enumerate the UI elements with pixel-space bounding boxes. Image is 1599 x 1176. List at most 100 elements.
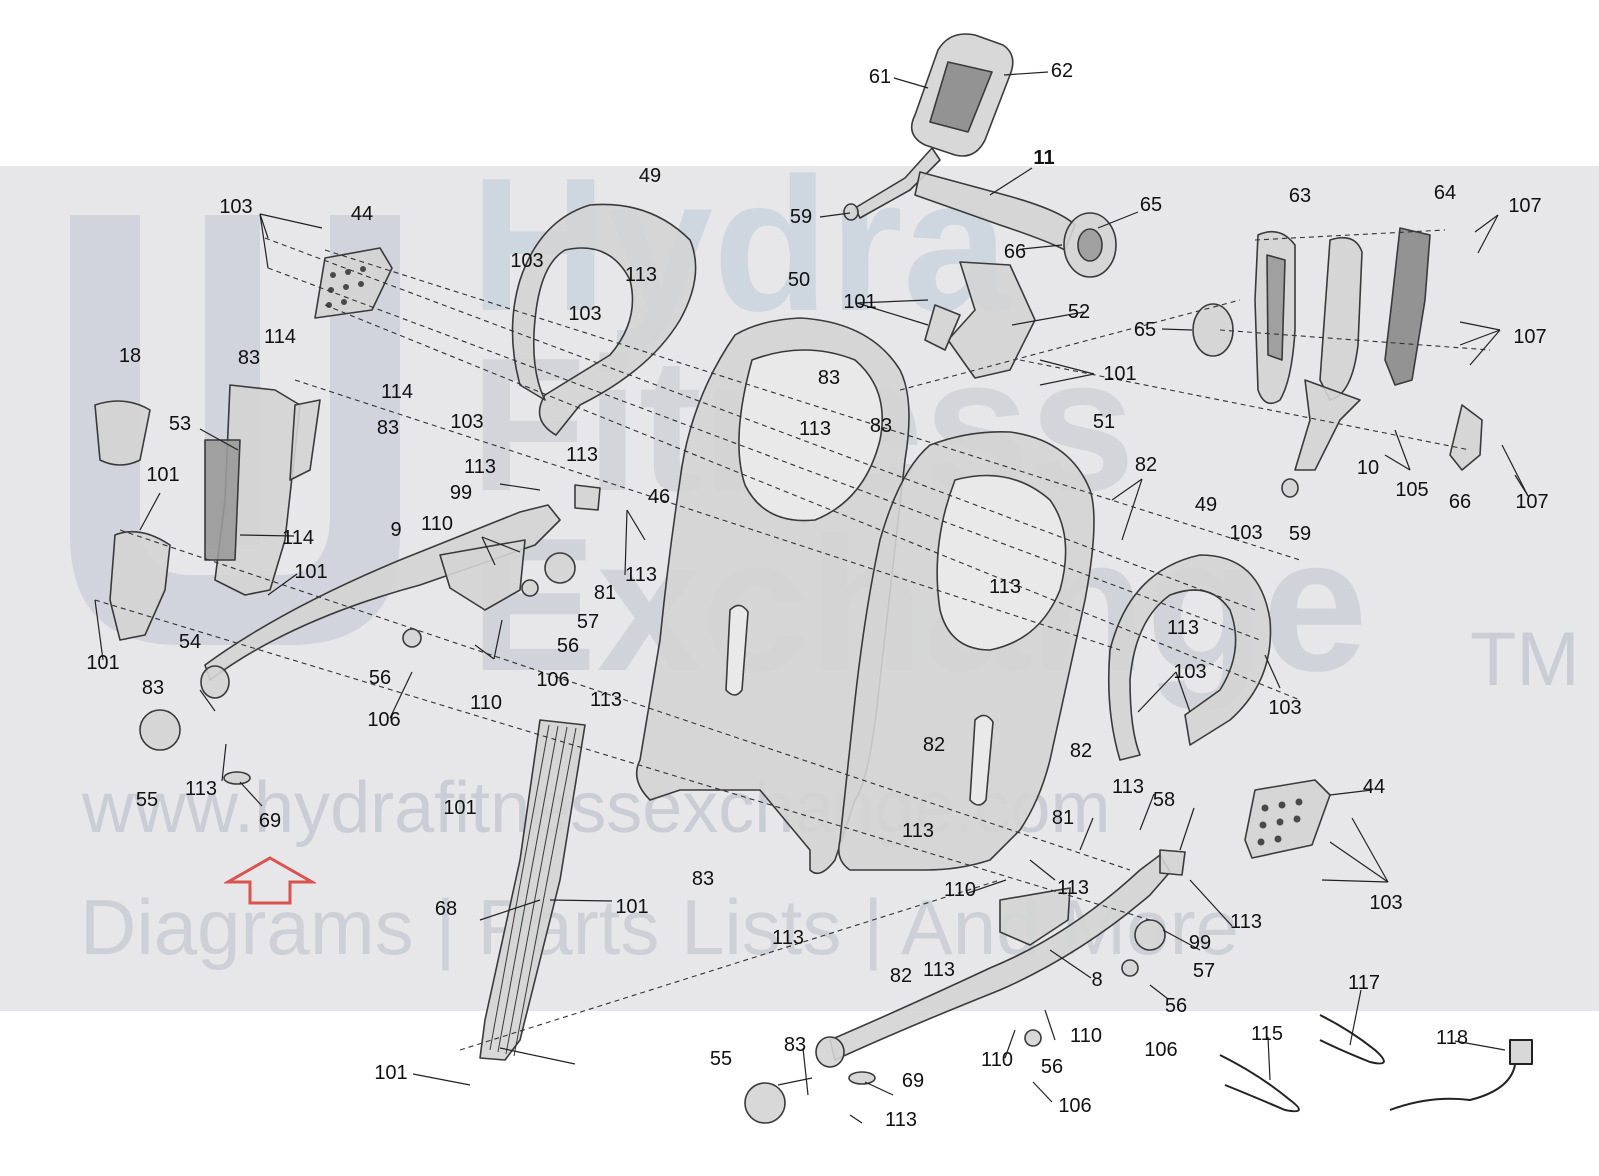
callout-110: 110 bbox=[470, 692, 502, 714]
callout-82: 82 bbox=[922, 734, 946, 756]
frame-50 bbox=[635, 317, 910, 875]
callout-107: 107 bbox=[1515, 491, 1549, 513]
assembly-lines bbox=[94, 229, 1491, 1051]
callout-114: 114 bbox=[381, 381, 413, 403]
callout-69: 69 bbox=[901, 1070, 925, 1092]
plate-44-left-holes bbox=[326, 266, 366, 308]
callout-83: 83 bbox=[869, 415, 893, 437]
callout-52: 52 bbox=[1067, 301, 1091, 323]
callout-113: 113 bbox=[1057, 877, 1089, 899]
callout-57: 57 bbox=[576, 611, 600, 633]
tube-9 bbox=[139, 484, 601, 785]
callout-55: 55 bbox=[709, 1048, 733, 1070]
callout-113: 113 bbox=[989, 576, 1021, 598]
callout-103: 103 bbox=[510, 250, 544, 272]
left-accessory-parts bbox=[94, 384, 321, 641]
shroud-49-right bbox=[1107, 554, 1272, 761]
callout-65: 65 bbox=[1133, 319, 1157, 341]
callout-64: 64 bbox=[1433, 182, 1457, 204]
plate-44-right-holes bbox=[1257, 798, 1303, 846]
callout-103: 103 bbox=[1229, 522, 1263, 544]
callout-113: 113 bbox=[185, 778, 217, 800]
callout-83: 83 bbox=[237, 347, 261, 369]
callout-56: 56 bbox=[368, 667, 392, 689]
frame-51 bbox=[837, 430, 1095, 871]
callout-101: 101 bbox=[443, 797, 477, 819]
callout-113: 113 bbox=[923, 959, 955, 981]
callout-113: 113 bbox=[1167, 617, 1199, 639]
callout-83: 83 bbox=[141, 677, 165, 699]
callout-99: 99 bbox=[1188, 932, 1212, 954]
callout-113: 113 bbox=[1112, 776, 1144, 798]
callout-106: 106 bbox=[536, 669, 570, 691]
callout-62: 62 bbox=[1050, 60, 1074, 82]
callout-110: 110 bbox=[981, 1049, 1013, 1071]
callout-103: 103 bbox=[1268, 697, 1302, 719]
callout-57: 57 bbox=[1192, 960, 1216, 982]
shroud-49-left bbox=[511, 203, 697, 436]
pivot-assembly-right bbox=[1192, 227, 1483, 498]
callout-113: 113 bbox=[464, 456, 496, 478]
callout-66: 66 bbox=[1003, 241, 1027, 263]
callout-103: 103 bbox=[568, 303, 602, 325]
callout-65: 65 bbox=[1139, 194, 1163, 216]
callout-83: 83 bbox=[783, 1034, 807, 1056]
callout-105: 105 bbox=[1395, 479, 1429, 501]
callout-61: 61 bbox=[868, 66, 892, 88]
callout-56: 56 bbox=[1040, 1056, 1064, 1078]
callout-49: 49 bbox=[638, 165, 662, 187]
callout-54: 54 bbox=[178, 631, 202, 653]
callout-8: 8 bbox=[1091, 969, 1103, 991]
callout-106: 106 bbox=[1144, 1039, 1178, 1061]
callout-101: 101 bbox=[146, 464, 180, 486]
callout-82: 82 bbox=[1069, 740, 1093, 762]
callout-101: 101 bbox=[615, 896, 649, 918]
callout-101: 101 bbox=[843, 291, 877, 313]
callout-55: 55 bbox=[135, 789, 159, 811]
callout-103: 103 bbox=[450, 411, 484, 433]
callout-44: 44 bbox=[1362, 776, 1386, 798]
callout-106: 106 bbox=[367, 709, 401, 731]
callout-58: 58 bbox=[1152, 789, 1176, 811]
callout-59: 59 bbox=[789, 206, 813, 228]
callout-46: 46 bbox=[647, 486, 671, 508]
callout-53: 53 bbox=[168, 413, 192, 435]
plate-44-right bbox=[1244, 779, 1331, 859]
callout-49: 49 bbox=[1194, 494, 1218, 516]
callout-117: 117 bbox=[1348, 972, 1380, 994]
tube-8 bbox=[744, 849, 1186, 1124]
callout-11: 11 bbox=[1033, 147, 1055, 169]
callout-83: 83 bbox=[817, 367, 841, 389]
cover-52 bbox=[924, 261, 1036, 379]
callout-18: 18 bbox=[118, 345, 142, 367]
callout-107: 107 bbox=[1508, 195, 1542, 217]
foot-rail-68-ribs bbox=[489, 724, 577, 1057]
callout-69: 69 bbox=[258, 810, 282, 832]
callout-56: 56 bbox=[1164, 995, 1188, 1017]
callout-110: 110 bbox=[1070, 1025, 1102, 1047]
callout-103: 103 bbox=[219, 196, 253, 218]
callout-107: 107 bbox=[1513, 326, 1547, 348]
plate-44-left bbox=[314, 247, 393, 319]
callout-113: 113 bbox=[625, 564, 657, 586]
callout-44: 44 bbox=[350, 203, 374, 225]
callout-82: 82 bbox=[889, 965, 913, 987]
callout-113: 113 bbox=[772, 927, 804, 949]
callout-56: 56 bbox=[556, 635, 580, 657]
callout-114: 114 bbox=[264, 326, 296, 348]
callout-63: 63 bbox=[1288, 185, 1312, 207]
callout-101: 101 bbox=[374, 1062, 408, 1084]
callout-113: 113 bbox=[625, 264, 657, 286]
callout-101: 101 bbox=[1103, 363, 1137, 385]
callout-59: 59 bbox=[1288, 523, 1312, 545]
callout-106: 106 bbox=[1058, 1095, 1092, 1117]
callout-113: 113 bbox=[1230, 911, 1262, 933]
callout-110: 110 bbox=[421, 513, 453, 535]
callout-118: 118 bbox=[1436, 1027, 1468, 1049]
callout-114: 114 bbox=[282, 527, 314, 549]
callout-113: 113 bbox=[799, 418, 831, 440]
callout-101: 101 bbox=[86, 652, 120, 674]
foot-rail-68 bbox=[479, 719, 586, 1061]
